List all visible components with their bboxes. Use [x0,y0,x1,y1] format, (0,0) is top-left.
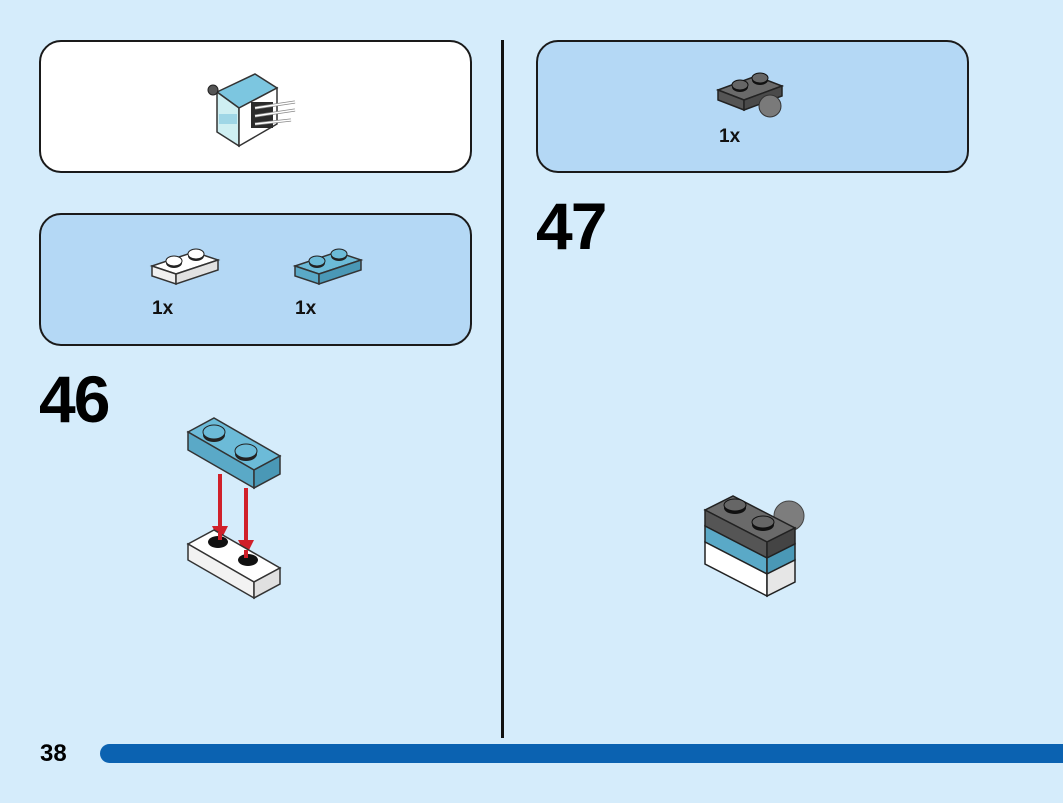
fish-head-submodel-icon [207,73,296,148]
medium-azure-plate-1x2-icon [292,248,364,286]
white-plate-1x2-icon [149,248,221,286]
page-number: 38 [40,740,67,767]
parts-list-box-step-46 [39,213,472,346]
step-number-46: 46 [39,362,110,436]
qty-gray-plate-ball: 1x [719,126,741,147]
qty-azure-plate: 1x [295,298,317,319]
dark-gray-plate-with-ball-icon [715,72,785,118]
step-number-47: 47 [536,189,607,263]
step-47-assembly-illustration [703,495,805,598]
column-divider [501,40,504,738]
step-46-assembly-illustration [186,417,282,600]
qty-white-plate: 1x [152,298,174,319]
page-progress-bar [100,744,1063,763]
